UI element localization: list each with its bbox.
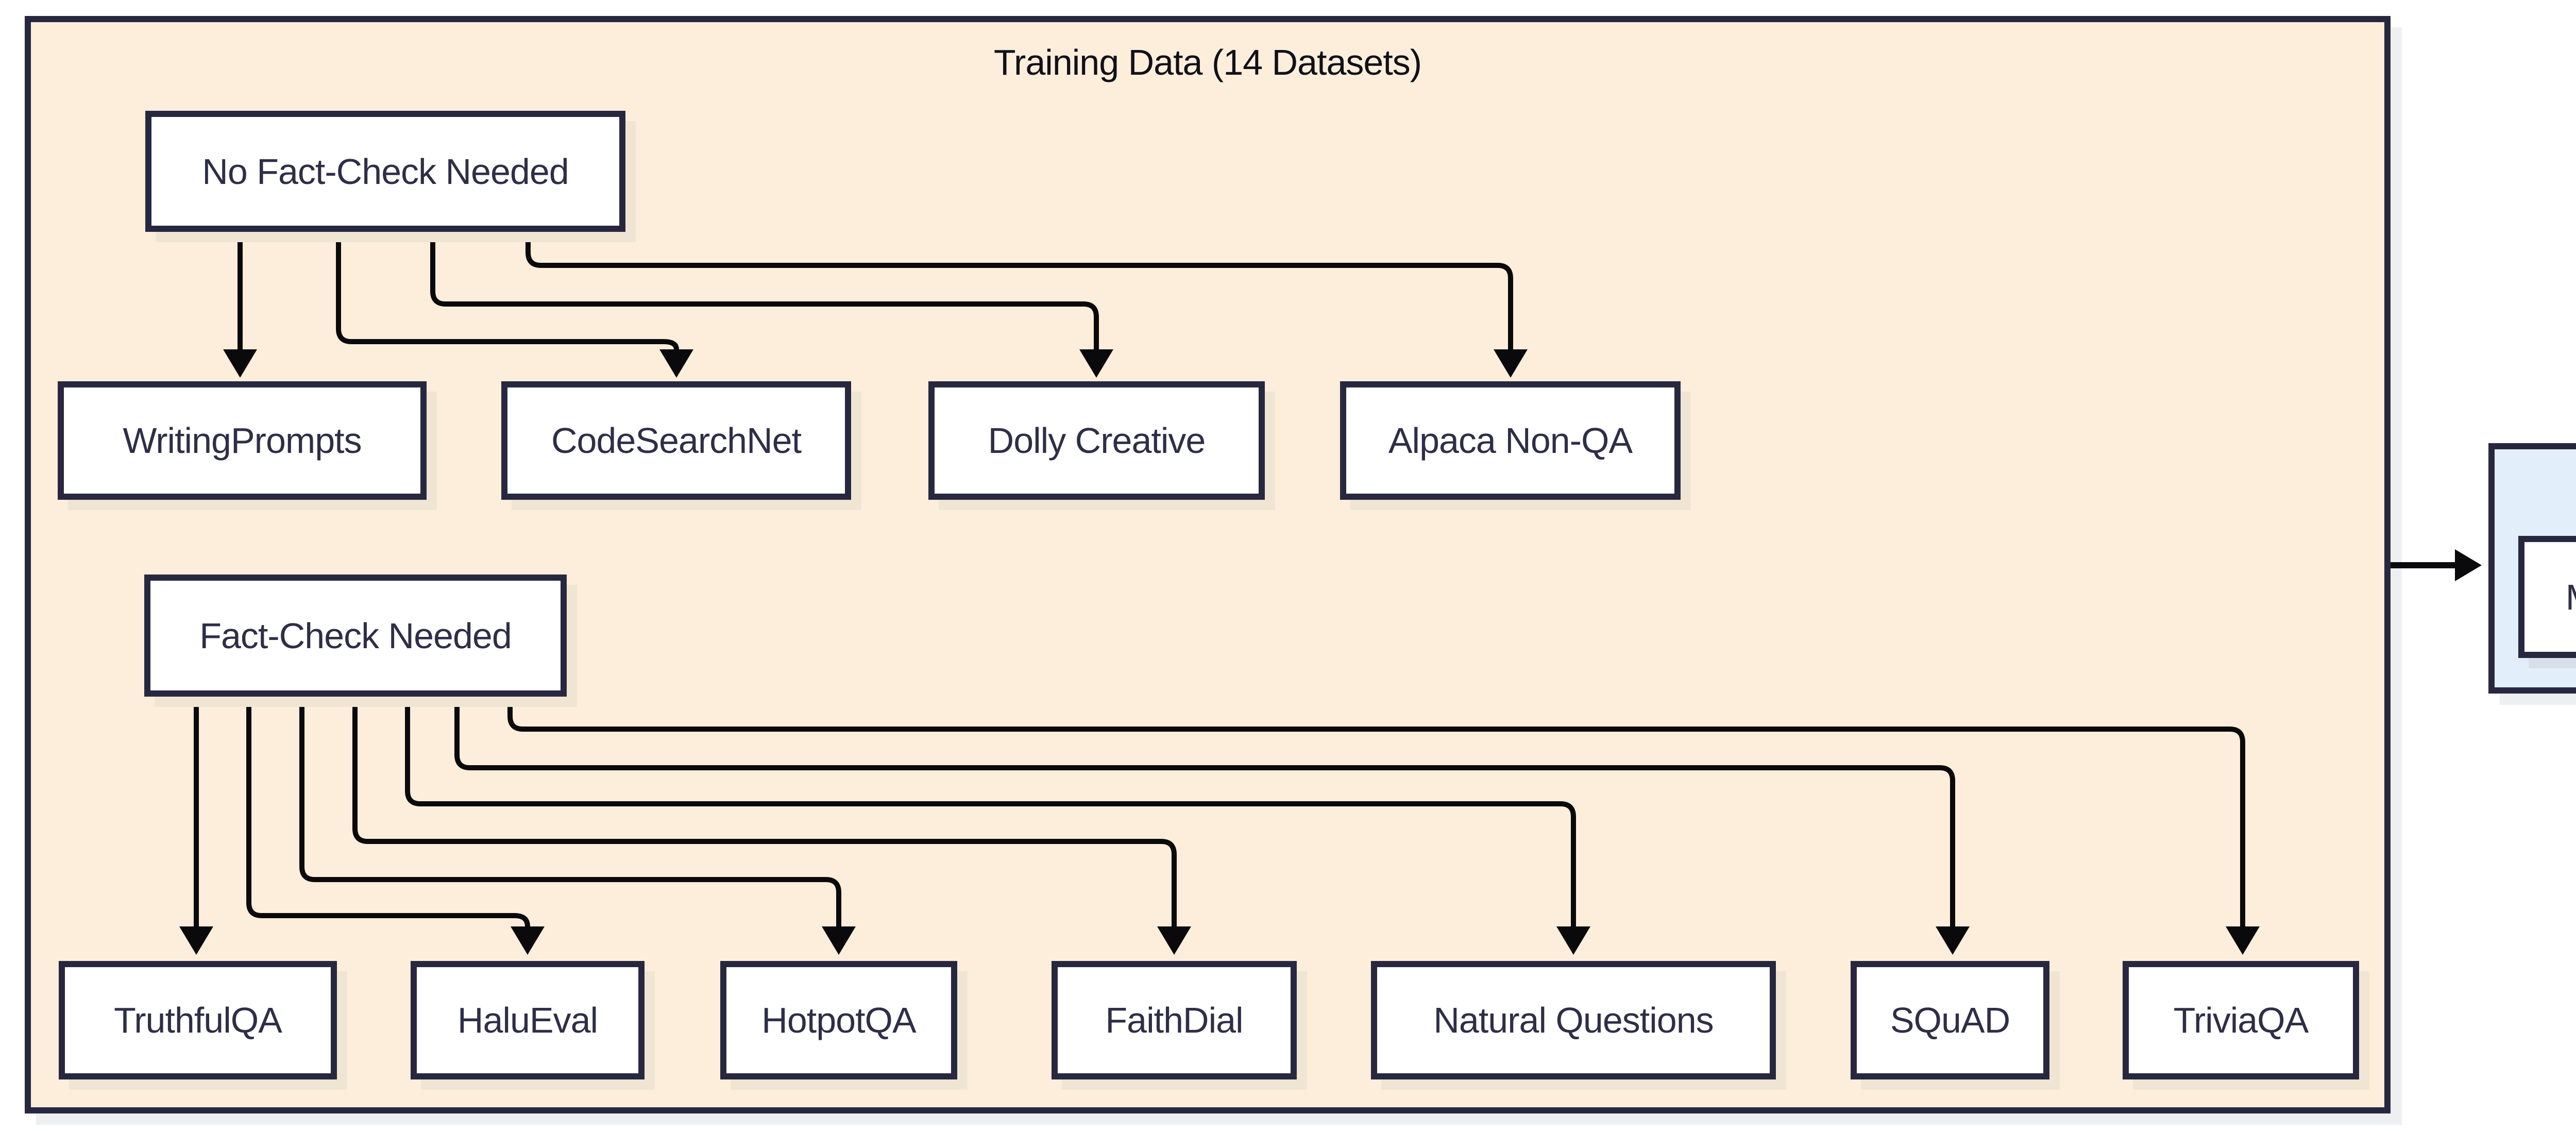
node-alpaca-non-qa: Alpaca Non-QA <box>1340 381 1681 500</box>
node-faithdial: FaithDial <box>1052 961 1297 1079</box>
node-no-fact-check-needed: No Fact-Check Needed <box>145 111 625 232</box>
node-triviaqa: TriviaQA <box>2123 961 2359 1079</box>
node-dolly-creative: Dolly Creative <box>928 381 1265 500</box>
training-data-title: Training Data (14 Datasets) <box>993 42 1422 82</box>
node-truthfulqa: TruthfulQA <box>59 961 337 1079</box>
node-codesearchnet: CodeSearchNet <box>501 381 851 500</box>
node-fact-check-needed: Fact-Check Needed <box>144 575 567 697</box>
node-halueval: HaluEval <box>411 961 645 1079</box>
node-squad: SQuAD <box>1851 961 2049 1079</box>
connector-training-to-sentinel <box>2391 549 2482 581</box>
node-modernbert-base: ModernBERT Base <box>2518 536 2576 658</box>
node-hotpotqa: HotpotQA <box>720 961 957 1079</box>
halugate-sentinel-title: HaluGate Sentinel <box>2495 459 2576 500</box>
node-natural-questions: Natural Questions <box>1371 961 1776 1079</box>
node-writingprompts: WritingPrompts <box>58 381 427 500</box>
